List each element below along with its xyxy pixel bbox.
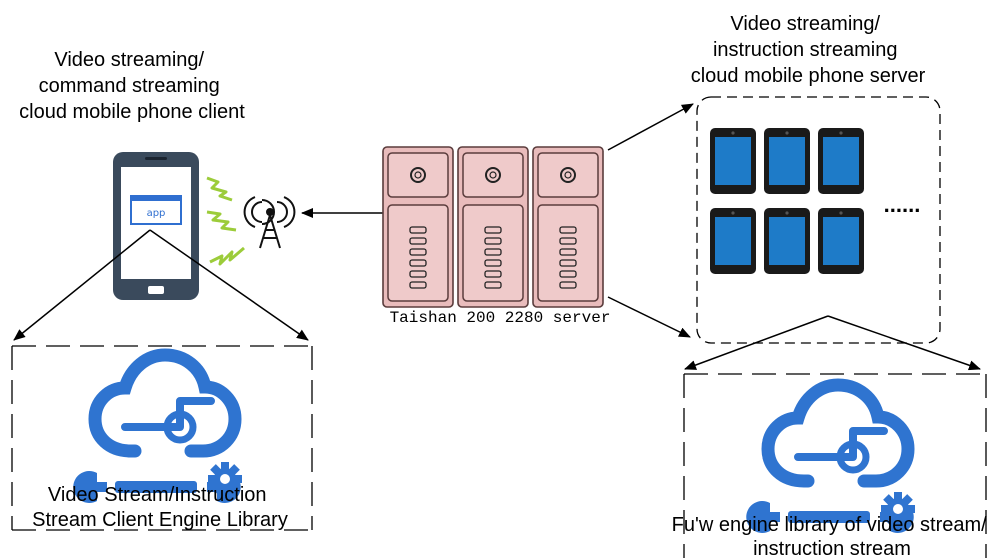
- client-engine-library-box: [11, 345, 313, 531]
- arrow-phone-to-engine-right: [149, 229, 309, 341]
- arrow-server-to-cloud-top: [607, 103, 694, 151]
- wireless-signal-icon: [206, 176, 245, 266]
- client-engine-library-line: Video Stream/Instruction: [48, 484, 267, 506]
- server-engine-library-box: [683, 373, 987, 558]
- server-rack-icon: [382, 146, 604, 308]
- arrow-server-to-cloud-bottom: [607, 296, 691, 338]
- server-label: Taishan 200 2280 server: [390, 309, 611, 327]
- tablet-icon: [764, 208, 810, 274]
- cloud-phone-server-box: [696, 96, 941, 344]
- app-label: app: [147, 208, 166, 219]
- more-ellipsis: ......: [884, 192, 921, 217]
- arrow-cloud-to-engine-right: [827, 315, 981, 371]
- client-engine-library-label: Video Stream/Instruction Stream Client E…: [32, 484, 288, 531]
- arrow-cloud-to-engine-left: [684, 315, 829, 370]
- cloud-server-title-line: Video streaming/: [730, 13, 880, 35]
- server-engine-library-line: instruction stream: [753, 538, 911, 558]
- tablet-icon: [710, 208, 756, 274]
- server-engine-library-label: Fu'w engine library of video stream/ ins…: [672, 514, 993, 558]
- tablet-icon: [818, 208, 864, 274]
- client-title-line: Video streaming/: [54, 49, 204, 71]
- client-engine-library-line: Stream Client Engine Library: [32, 509, 288, 531]
- client-cloud-engine-icon: [73, 355, 242, 503]
- client-title-line: command streaming: [39, 75, 220, 97]
- cloud-server-title: Video streaming/ instruction streaming c…: [691, 13, 926, 87]
- cloud-server-title-line: cloud mobile phone server: [691, 65, 926, 87]
- tablet-grid: [710, 128, 864, 274]
- tablet-icon: [818, 128, 864, 194]
- tablet-icon: [710, 128, 756, 194]
- smartphone-icon: app: [113, 152, 199, 300]
- client-title: Video streaming/ command streaming cloud…: [19, 49, 245, 123]
- cloud-server-title-line: instruction streaming: [713, 39, 898, 61]
- antenna-icon: [243, 196, 296, 249]
- client-title-line: cloud mobile phone client: [19, 101, 245, 123]
- server-cloud-engine-icon: [746, 385, 915, 533]
- server-engine-library-line: Fu'w engine library of video stream/: [672, 514, 988, 536]
- arrow-phone-to-engine-left: [13, 229, 151, 341]
- tablet-icon: [764, 128, 810, 194]
